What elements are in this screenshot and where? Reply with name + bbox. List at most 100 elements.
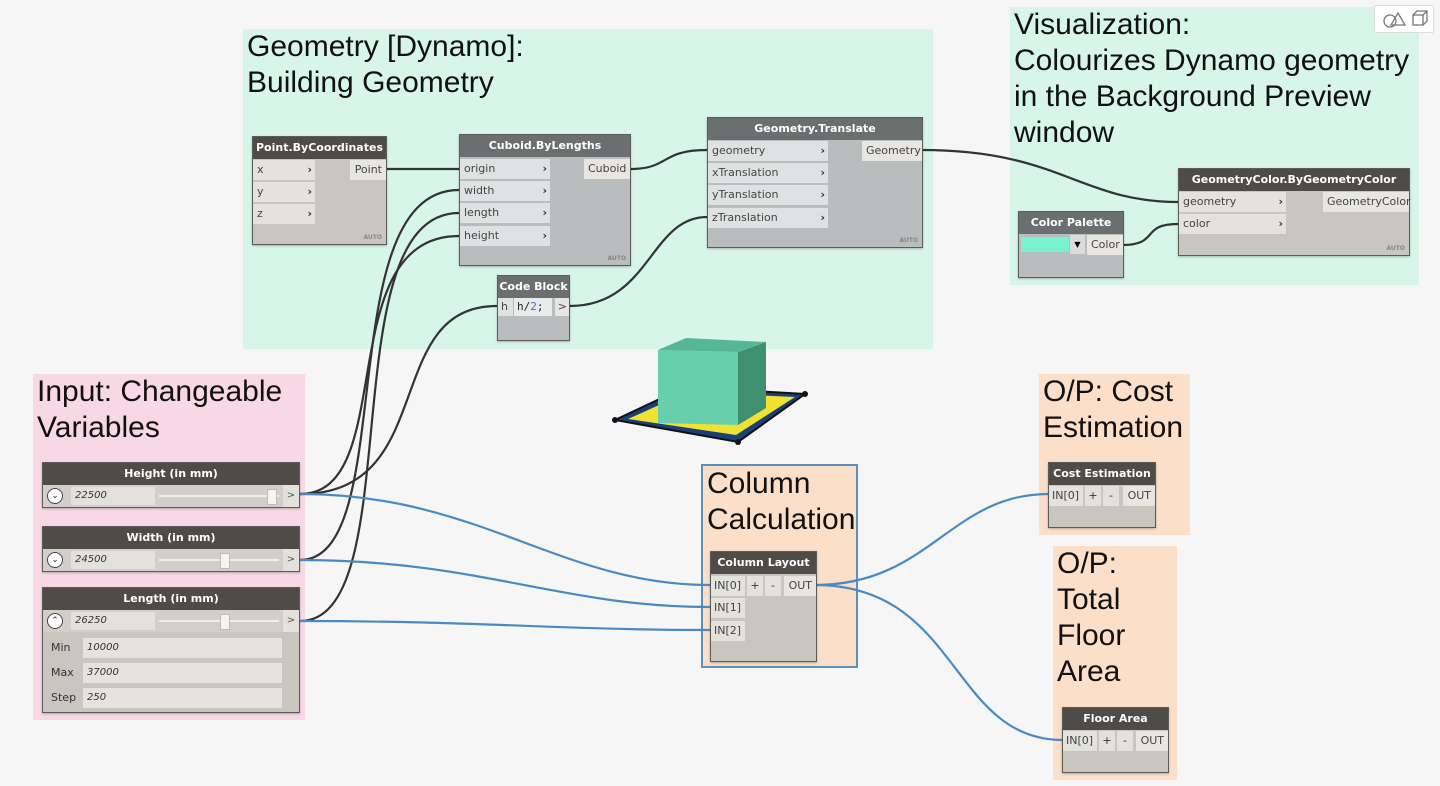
node-cuboid-by-lengths[interactable]: Cuboid.ByLengths origin› width› length› … xyxy=(459,134,631,266)
slider-value-field[interactable]: 22500 xyxy=(71,487,155,505)
node-length-slider[interactable]: Length (in mm) ⌃ 26250 > Min 10000 Max 370… xyxy=(42,587,300,713)
wire-height-in0 xyxy=(299,492,711,587)
remove-input-button[interactable]: - xyxy=(765,576,781,596)
group-geometry-title: Geometry [Dynamo]: Building Geometry xyxy=(247,30,524,99)
node-point-by-coordinates[interactable]: Point.ByCoordinates x› y› z› Point AUTO xyxy=(252,136,387,245)
cube-front xyxy=(658,350,738,425)
output-port-geometry[interactable]: Geometry xyxy=(862,141,922,161)
node-width-slider[interactable]: Width (in mm) ⌄ 24500 > xyxy=(42,526,300,572)
lacing-label: AUTO xyxy=(363,234,382,241)
input-port-in0[interactable]: IN[0] xyxy=(711,576,745,596)
input-port-geometry[interactable]: geometry› xyxy=(1179,192,1286,212)
group-cost-title: O/P: Cost Estimation xyxy=(1043,375,1184,444)
collapse-toggle[interactable]: ⌃ xyxy=(47,613,63,629)
output-port-out[interactable]: OUT xyxy=(784,576,816,596)
node-title: Color Palette xyxy=(1019,212,1123,234)
node-floor-area[interactable]: Floor Area IN[0] + - OUT xyxy=(1062,707,1169,773)
add-input-button[interactable]: + xyxy=(747,576,763,596)
slider-track[interactable] xyxy=(159,559,279,561)
node-title: Point.ByCoordinates xyxy=(253,137,386,159)
output-port-code[interactable]: > xyxy=(555,298,569,316)
group-visualization-title: Visualization: Colourizes Dynamo geometr… xyxy=(1014,8,1410,149)
color-dropdown-button[interactable]: ▼ xyxy=(1070,235,1085,254)
group-input-title: Input: Changeable Variables xyxy=(37,375,283,444)
input-port-height[interactable]: height› xyxy=(460,226,550,246)
color-swatch[interactable] xyxy=(1021,237,1069,252)
max-field[interactable]: 37000 xyxy=(83,663,282,683)
wire-width-in1 xyxy=(299,558,711,609)
lacing-label: AUTO xyxy=(1386,245,1405,252)
node-column-layout[interactable]: Column Layout IN[0] IN[1] IN[2] + - OUT xyxy=(710,551,817,662)
node-title: Height (in mm) xyxy=(43,463,299,485)
input-port-xtranslation[interactable]: xTranslation› xyxy=(708,163,828,183)
3d-view-icon[interactable] xyxy=(1411,9,1429,27)
input-port-width[interactable]: width› xyxy=(460,181,550,201)
output-port-out[interactable]: OUT xyxy=(1123,486,1155,506)
step-field[interactable]: 250 xyxy=(83,688,282,708)
output-port-out[interactable]: OUT xyxy=(1136,731,1168,751)
input-port-ytranslation[interactable]: yTranslation› xyxy=(708,185,828,205)
geometry-view-icon[interactable] xyxy=(1381,10,1407,28)
node-title: Floor Area xyxy=(1063,708,1168,730)
output-port[interactable]: > xyxy=(283,549,299,571)
wire-length-in2 xyxy=(299,619,711,632)
max-label: Max xyxy=(51,666,74,679)
input-port-origin[interactable]: origin› xyxy=(460,159,550,179)
cube-side xyxy=(738,342,766,425)
input-port-color[interactable]: color› xyxy=(1179,214,1286,234)
code-editor[interactable]: h/2; xyxy=(514,298,552,316)
input-port-ztranslation[interactable]: zTranslation› xyxy=(708,208,828,228)
slider-value-field[interactable]: 24500 xyxy=(71,551,155,569)
node-code-block[interactable]: Code Block h h/2; > xyxy=(497,275,570,341)
slider-thumb[interactable] xyxy=(219,553,230,569)
max-row: Max 37000 xyxy=(43,661,299,685)
input-port-y[interactable]: y› xyxy=(253,182,315,202)
output-port-cuboid[interactable]: Cuboid xyxy=(584,159,630,179)
input-port-length[interactable]: length› xyxy=(460,203,550,223)
slider-thumb[interactable] xyxy=(266,489,277,505)
add-input-button[interactable]: + xyxy=(1085,486,1101,506)
slider-thumb[interactable] xyxy=(219,614,230,630)
input-port-in0[interactable]: IN[0] xyxy=(1049,486,1083,506)
input-port-z[interactable]: z› xyxy=(253,204,315,224)
min-label: Min xyxy=(51,641,71,654)
input-port-x[interactable]: x› xyxy=(253,160,315,180)
node-height-slider[interactable]: Height (in mm) ⌄ 22500 > xyxy=(42,462,300,508)
input-port-in2[interactable]: IN[2] xyxy=(711,621,745,641)
expand-toggle[interactable]: ⌄ xyxy=(47,552,63,568)
input-port-geometry[interactable]: geometry› xyxy=(708,141,828,161)
remove-input-button[interactable]: - xyxy=(1103,486,1119,506)
node-geometrycolor-by-geometrycolor[interactable]: GeometryColor.ByGeometryColor geometry› … xyxy=(1178,168,1411,256)
node-title: GeometryColor.ByGeometryColor xyxy=(1179,169,1409,191)
preview-toggle[interactable] xyxy=(1374,5,1434,33)
slider-track[interactable] xyxy=(159,495,279,497)
node-color-palette[interactable]: Color Palette ▼ Color xyxy=(1018,211,1124,278)
expand-toggle[interactable]: ⌄ xyxy=(47,488,63,504)
node-geometry-translate[interactable]: Geometry.Translate geometry› xTranslatio… xyxy=(707,117,923,248)
geometry-preview xyxy=(611,338,808,445)
node-title: Length (in mm) xyxy=(43,588,299,610)
node-title: Cuboid.ByLengths xyxy=(460,135,630,157)
node-title: Geometry.Translate xyxy=(708,118,922,140)
input-port-in0[interactable]: IN[0] xyxy=(1063,731,1097,751)
remove-input-button[interactable]: - xyxy=(1117,731,1133,751)
output-port[interactable]: > xyxy=(283,610,299,632)
output-port-color[interactable]: Color xyxy=(1087,235,1123,255)
node-cost-estimation[interactable]: Cost Estimation IN[0] + - OUT xyxy=(1048,462,1156,528)
group-column-title: Column Calculation xyxy=(707,467,856,536)
input-port-in1[interactable]: IN[1] xyxy=(711,598,745,618)
node-title: Code Block xyxy=(498,276,569,298)
add-input-button[interactable]: + xyxy=(1099,731,1115,751)
slider-value-field[interactable]: 26250 xyxy=(71,612,155,630)
output-port-point[interactable]: Point xyxy=(350,160,386,180)
node-title: Cost Estimation xyxy=(1049,463,1155,485)
min-field[interactable]: 10000 xyxy=(83,638,282,658)
slider-track[interactable] xyxy=(159,620,279,622)
group-floor-title: O/P: Total Floor Area xyxy=(1057,547,1126,688)
output-port[interactable]: > xyxy=(283,485,299,507)
lacing-label: AUTO xyxy=(607,255,626,262)
output-port-geometrycolor[interactable]: GeometryColor xyxy=(1323,192,1411,212)
min-row: Min 10000 xyxy=(43,636,299,660)
input-port-h[interactable]: h xyxy=(498,298,513,316)
